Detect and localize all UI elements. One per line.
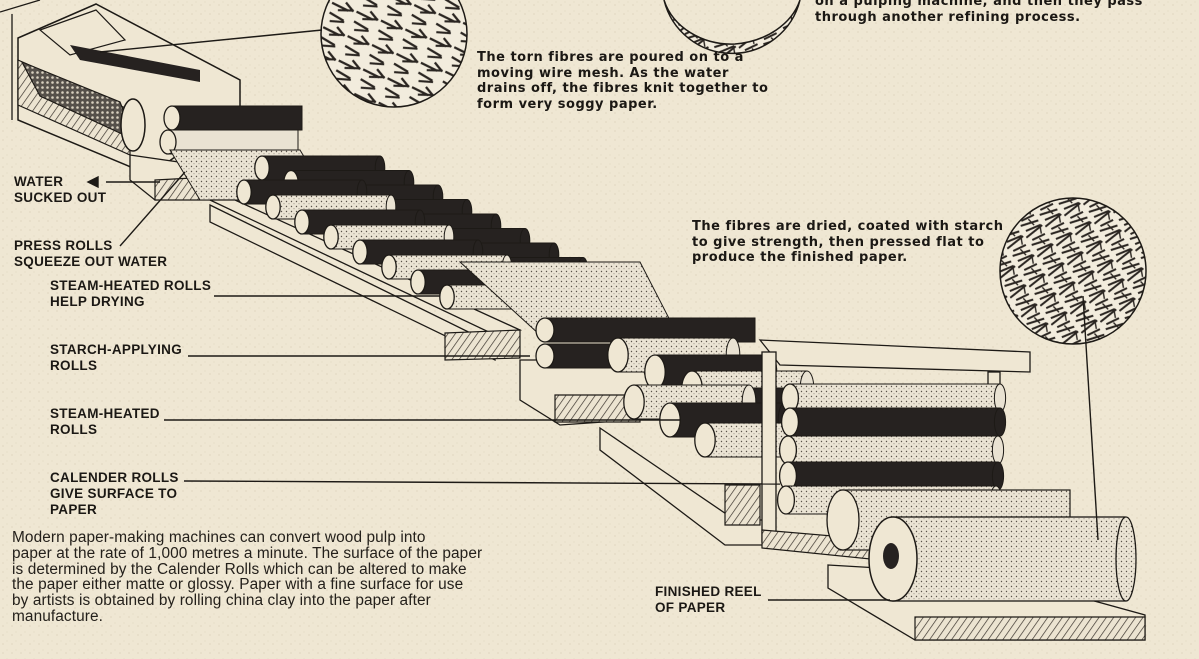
fibre-circle-soggy <box>320 0 468 108</box>
lower-base <box>599 426 771 546</box>
fibre-circle-finished <box>999 197 1147 345</box>
label-finished-reel: FINISHED REEL OF PAPER <box>655 584 762 615</box>
finished-reel <box>826 489 1146 641</box>
calender-roll <box>778 435 1005 465</box>
caption-pulping: on a pulping machine, and then they pass… <box>815 0 1143 25</box>
label-press-rolls: PRESS ROLLS SQUEEZE OUT WATER <box>14 238 168 269</box>
calender-roll <box>780 383 1007 413</box>
label-steam-drying-rolls: STEAM-HEATED ROLLS HELP DRYING <box>50 278 212 309</box>
calender-roll <box>780 407 1007 437</box>
label-calender-rolls: CALENDER ROLLS GIVE SURFACE TO PAPER <box>50 470 179 517</box>
label-water-sucked-out: WATER SUCKED OUT <box>14 174 107 205</box>
calender-roll <box>778 461 1005 491</box>
body-paragraph: Modern paper-making machines can convert… <box>12 529 483 625</box>
caption-drying: The fibres are dried, coated with starch… <box>692 219 1004 265</box>
label-starch-rolls: STARCH-APPLYING ROLLS <box>50 342 183 373</box>
fibre-circle-pulp <box>663 0 801 55</box>
drying-roll-upper <box>254 155 386 181</box>
caption-wire-mesh: The torn fibres are poured on to a movin… <box>477 50 769 112</box>
leader-lines <box>86 29 1099 601</box>
starch-section <box>519 317 756 426</box>
label-steam-heated-rolls: STEAM-HEATED ROLLS <box>50 406 160 437</box>
